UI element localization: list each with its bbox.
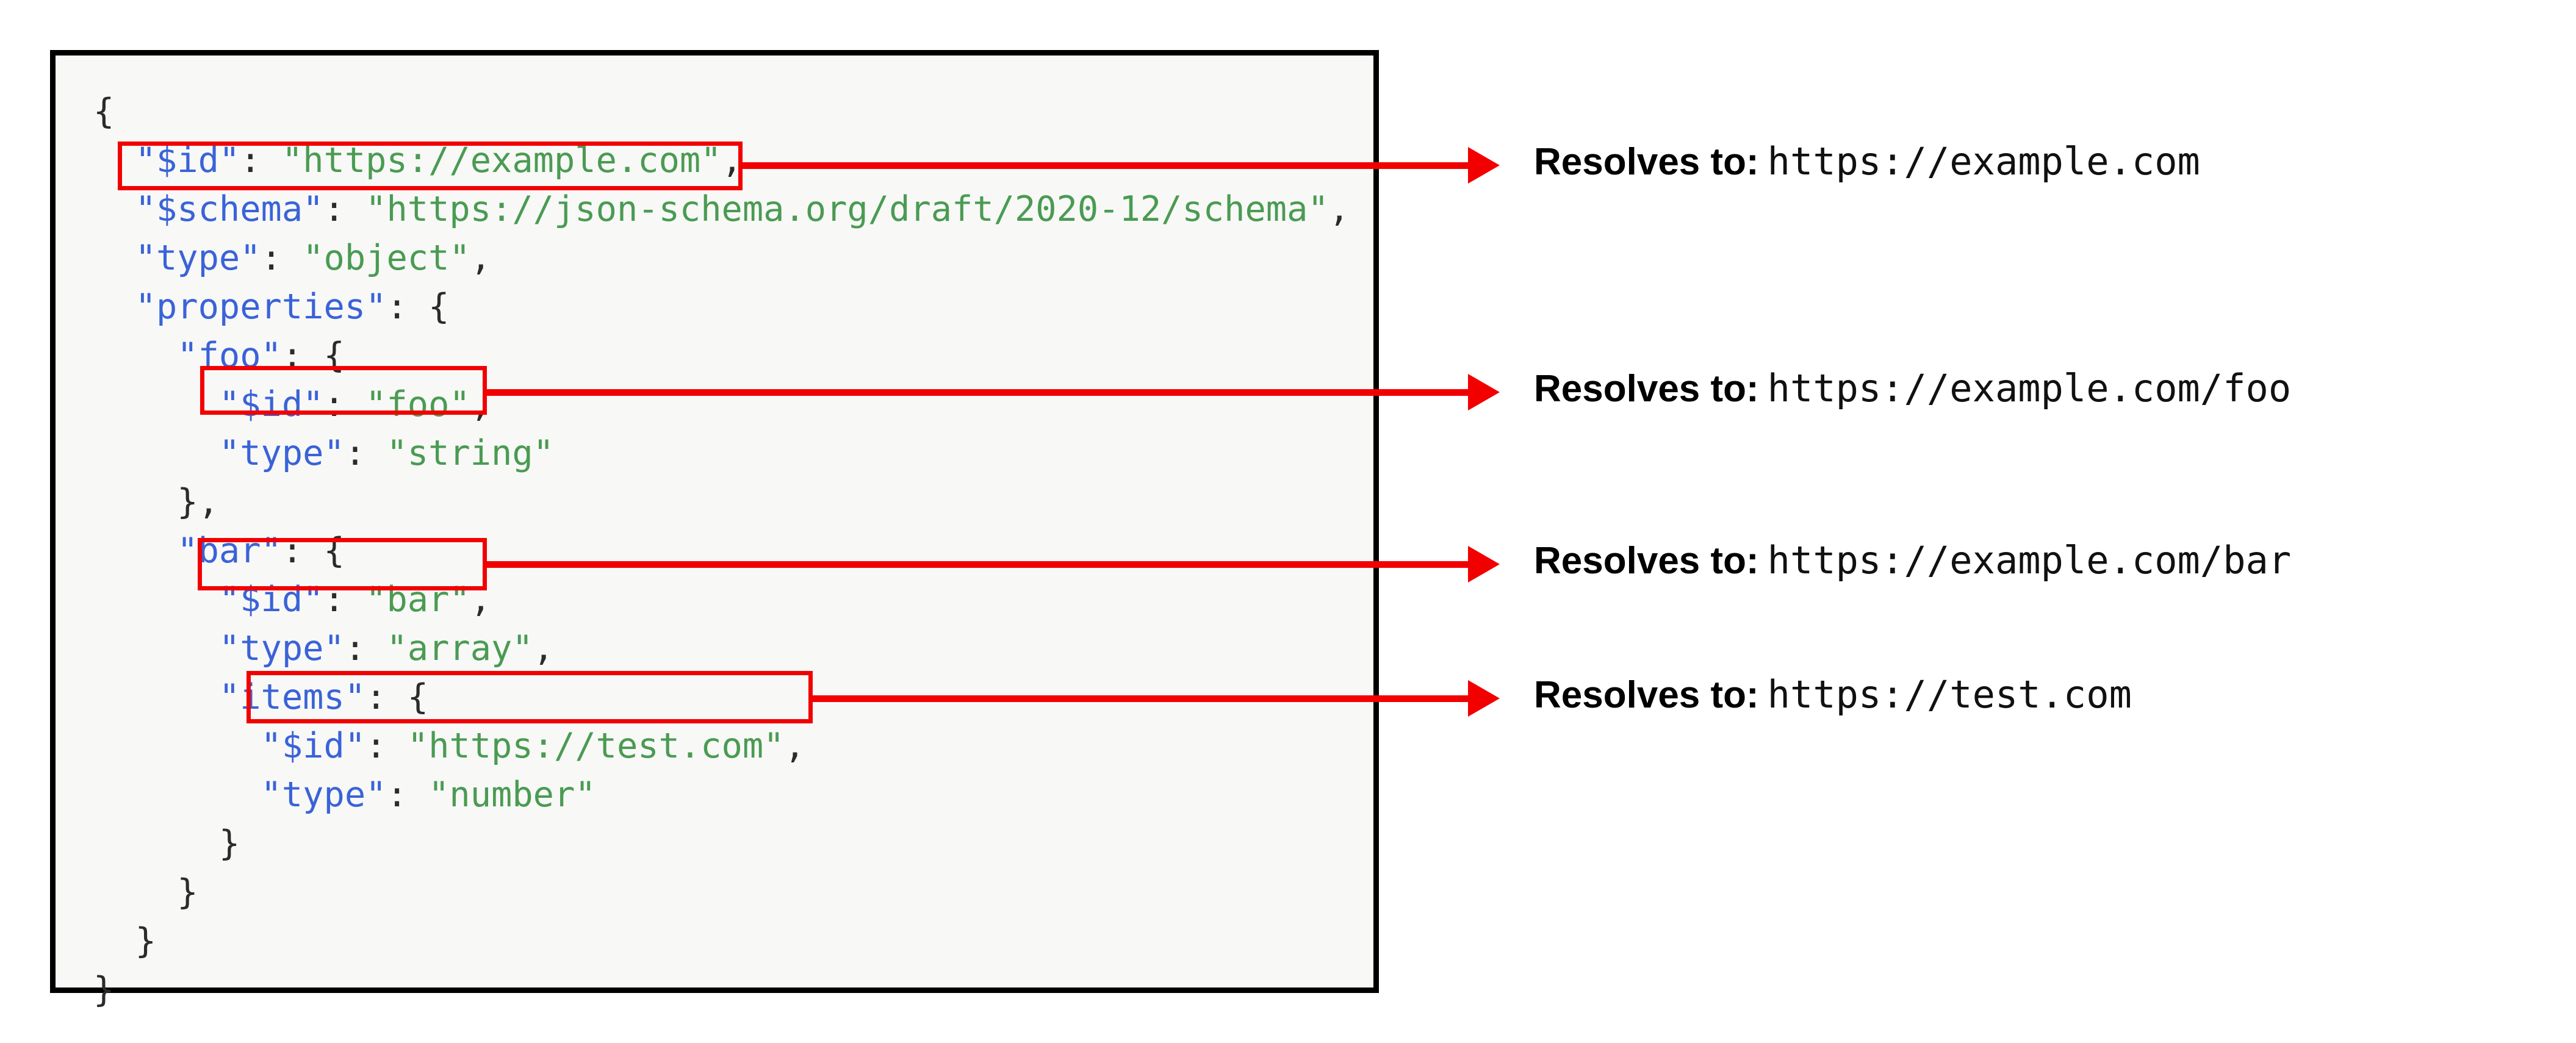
- code-token-key: "type": [218, 433, 345, 473]
- annotation-items: Resolves to:https://test.com: [1534, 676, 2132, 714]
- resolves-to-label: Resolves to:: [1534, 368, 1759, 410]
- code-token-punc: ,: [470, 238, 492, 278]
- code-token-punc: :: [323, 384, 366, 425]
- code-token-key: "properties": [135, 287, 387, 327]
- code-token-punc: },: [177, 482, 219, 522]
- code-token-key: "$id": [218, 579, 324, 620]
- code-line: }: [93, 970, 114, 1010]
- code-token-punc: :: [240, 140, 282, 181]
- code-token-punc: :: [365, 726, 408, 766]
- code-token-str: "https://json-schema.org/draft/2020-12/s…: [365, 189, 1329, 229]
- code-token-punc: ,: [721, 140, 743, 181]
- arrow-foo-line: [486, 389, 1468, 396]
- code-listing: { "$id": "https://example.com", "$schema…: [93, 87, 1350, 1014]
- code-line: "type": "string": [93, 433, 554, 473]
- code-token-punc: :: [261, 238, 303, 278]
- code-token-str: "bar": [365, 579, 470, 620]
- resolves-to-label: Resolves to:: [1534, 141, 1759, 183]
- code-token-str: "foo": [365, 384, 470, 425]
- annotation-root: Resolves to:https://example.com: [1534, 143, 2200, 181]
- code-token-punc: : {: [386, 287, 450, 327]
- resolved-uri-value: https://example.com/bar: [1767, 538, 2292, 582]
- code-line: "foo": {: [93, 335, 345, 376]
- resolved-uri-value: https://example.com/foo: [1767, 366, 2292, 410]
- code-token-key: "foo": [177, 335, 282, 376]
- arrow-items-head-icon: [1468, 680, 1500, 717]
- code-line: "$id": "https://test.com",: [93, 726, 805, 766]
- annotation-bar: Resolves to:https://example.com/bar: [1534, 542, 2291, 580]
- code-line: "$id": "https://example.com",: [93, 140, 743, 181]
- code-token-punc: {: [93, 91, 115, 132]
- code-token-str: "array": [386, 628, 533, 668]
- code-token-punc: :: [323, 189, 366, 229]
- code-token-key: "$id": [218, 384, 324, 425]
- code-token-punc: :: [344, 433, 387, 473]
- code-line: "items": {: [93, 677, 428, 717]
- code-token-punc: :: [344, 628, 387, 668]
- resolves-to-label: Resolves to:: [1534, 674, 1759, 716]
- code-line: {: [93, 91, 114, 132]
- code-token-punc: :: [323, 579, 366, 620]
- code-token-key: "$id": [135, 140, 240, 181]
- code-token-punc: : {: [365, 677, 429, 717]
- code-token-key: "type": [218, 628, 345, 668]
- json-schema-code-panel: { "$id": "https://example.com", "$schema…: [50, 50, 1379, 1010]
- code-line: "type": "number": [93, 775, 596, 815]
- code-line: "type": "object",: [93, 238, 491, 278]
- code-line: "bar": {: [93, 531, 345, 571]
- code-token-key: "$id": [261, 726, 366, 766]
- code-token-punc: }: [135, 921, 156, 961]
- code-token-punc: }: [177, 872, 198, 912]
- code-line: "$id": "foo",: [93, 384, 491, 425]
- code-token-key: "type": [135, 238, 261, 278]
- code-token-punc: ,: [470, 579, 492, 620]
- code-token-key: "bar": [177, 531, 282, 571]
- code-token-str: "number": [428, 775, 596, 815]
- code-line: "properties": {: [93, 287, 450, 327]
- code-line: },: [93, 482, 219, 522]
- resolved-uri-value: https://example.com: [1767, 139, 2200, 184]
- code-token-str: "https://example.com": [281, 140, 722, 181]
- code-line: }: [93, 872, 198, 912]
- code-token-punc: : {: [281, 531, 345, 571]
- code-line: }: [93, 823, 240, 864]
- code-line: "type": "array",: [93, 628, 554, 668]
- code-line: "$schema": "https://json-schema.org/draf…: [93, 189, 1350, 229]
- arrow-foo-head-icon: [1468, 374, 1500, 410]
- code-token-punc: }: [93, 970, 115, 1010]
- arrow-items-line: [812, 695, 1468, 702]
- code-token-key: "$schema": [135, 189, 324, 229]
- code-line: "$id": "bar",: [93, 579, 491, 620]
- arrow-root-head-icon: [1468, 147, 1500, 184]
- code-token-str: "string": [386, 433, 554, 473]
- arrow-root-line: [742, 162, 1468, 169]
- code-token-str: "https://test.com": [407, 726, 785, 766]
- annotation-foo: Resolves to:https://example.com/foo: [1534, 370, 2291, 408]
- code-token-punc: ,: [784, 726, 805, 766]
- code-token-str: "object": [303, 238, 470, 278]
- code-token-punc: ,: [1328, 189, 1350, 229]
- code-token-key: "items": [218, 677, 366, 717]
- code-line: }: [93, 921, 156, 961]
- arrow-bar-line: [486, 561, 1468, 568]
- code-token-key: "type": [261, 775, 387, 815]
- code-token-punc: :: [386, 775, 429, 815]
- code-token-punc: ,: [533, 628, 554, 668]
- code-token-punc: : {: [281, 335, 345, 376]
- arrow-bar-head-icon: [1468, 546, 1500, 582]
- resolves-to-label: Resolves to:: [1534, 540, 1759, 582]
- code-token-punc: }: [218, 823, 240, 864]
- resolved-uri-value: https://test.com: [1767, 672, 2132, 717]
